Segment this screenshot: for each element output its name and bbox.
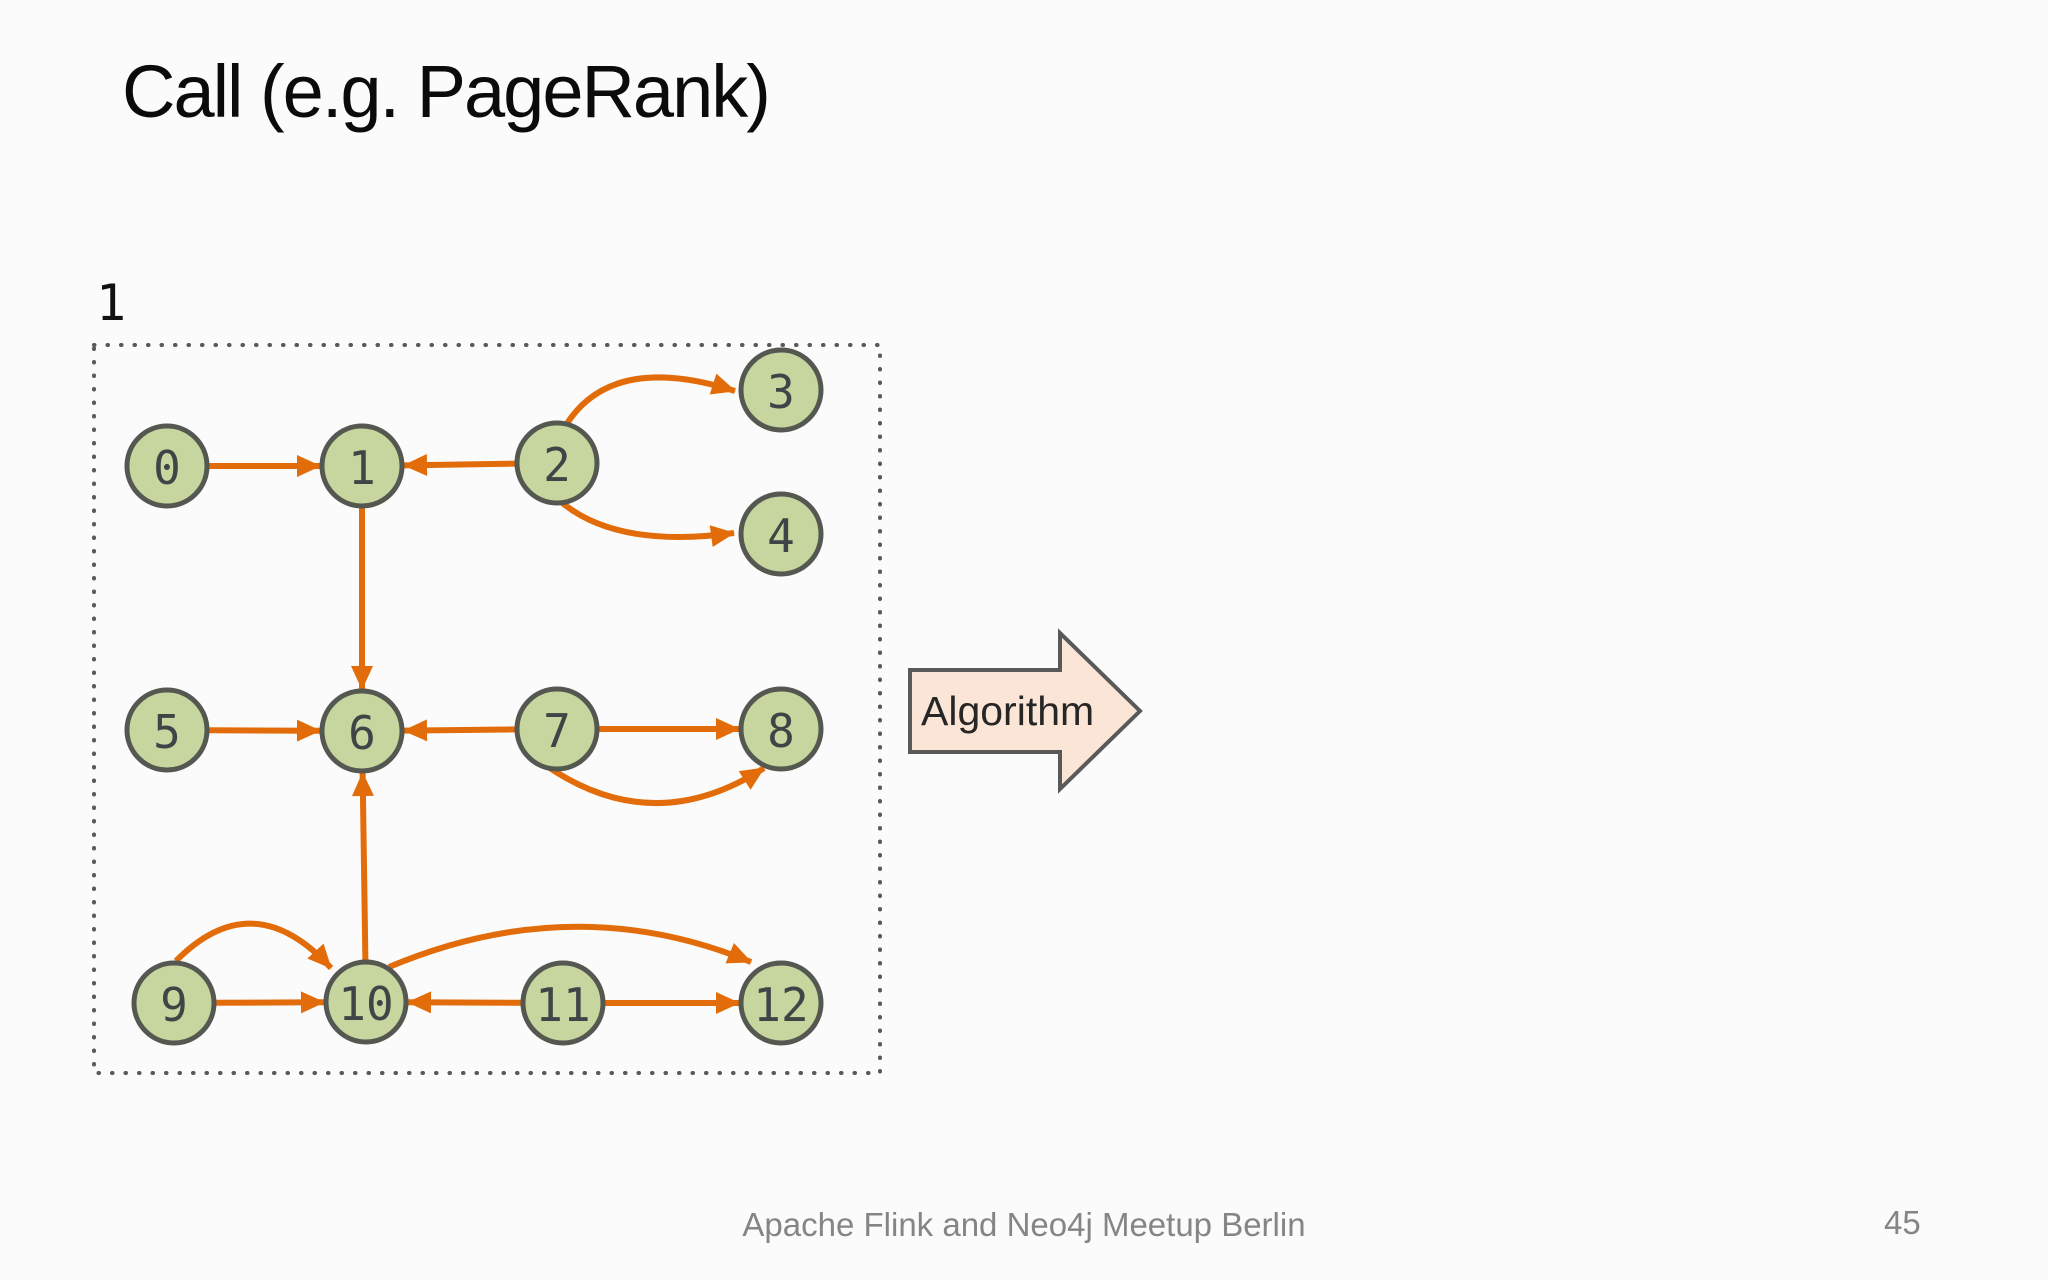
node-label-6: 6 [348,706,376,760]
graph-node-11: 11 [520,960,606,1046]
algorithm-arrow-shape [908,628,1143,794]
node-label-8: 8 [767,704,795,758]
node-circle-10 [323,959,409,1045]
graph-node-4: 4 [738,491,824,577]
node-circle-0 [124,423,210,509]
node-circle-7 [514,686,600,772]
edge-7-8 [542,761,766,806]
node-label-10: 10 [338,977,393,1031]
node-label-7: 7 [543,704,571,758]
graph-node-3: 3 [738,347,824,433]
node-circle-4 [738,491,824,577]
node-circle-2 [514,420,600,506]
edge-2-1 [402,454,516,476]
edge-5-6 [208,719,322,742]
graph-node-0: 0 [124,423,210,509]
node-label-2: 2 [543,438,571,492]
edge-7-6 [402,719,516,742]
algorithm-arrow-label: Algorithm [921,688,1094,734]
edge-11-10 [406,991,522,1014]
graph-node-5: 5 [124,687,210,773]
edge-2-4 [558,498,735,547]
edge-9-10 [173,920,334,971]
node-circle-1 [319,423,405,509]
graph-node-1: 1 [319,423,405,509]
edge-9-10 [215,991,326,1014]
node-circle-9 [131,960,217,1046]
node-label-3: 3 [767,365,795,419]
edge-10-6 [351,771,374,961]
graph-node-2: 2 [514,420,600,506]
graph-node-6: 6 [319,688,405,774]
node-circle-11 [520,960,606,1046]
partition-label: 1 [96,274,126,332]
edge-10-12 [387,923,753,970]
node-label-11: 11 [535,978,590,1032]
node-label-5: 5 [153,705,181,759]
node-label-4: 4 [767,509,795,563]
partition-box [92,343,882,1075]
node-label-9: 9 [160,978,188,1032]
node-label-0: 0 [153,441,181,495]
graph-node-9: 9 [131,960,217,1046]
edges-layer [173,373,766,1014]
edge-2-3 [563,373,736,427]
node-label-1: 1 [348,441,376,495]
graph-node-7: 7 [514,686,600,772]
node-circle-6 [319,688,405,774]
node-circle-3 [738,347,824,433]
footer-text: Apache Flink and Neo4j Meetup Berlin [742,1206,1306,1243]
node-circle-12 [738,960,824,1046]
graph-node-8: 8 [738,686,824,772]
algorithm-arrow: Algorithm [908,628,1143,794]
slide-title: Call (e.g. PageRank) [122,50,771,133]
page-number: 45 [1884,1204,1921,1241]
node-circle-5 [124,687,210,773]
node-label-12: 12 [753,978,808,1032]
node-circle-8 [738,686,824,772]
graph-node-10: 10 [323,959,409,1045]
graph-node-12: 12 [738,960,824,1046]
